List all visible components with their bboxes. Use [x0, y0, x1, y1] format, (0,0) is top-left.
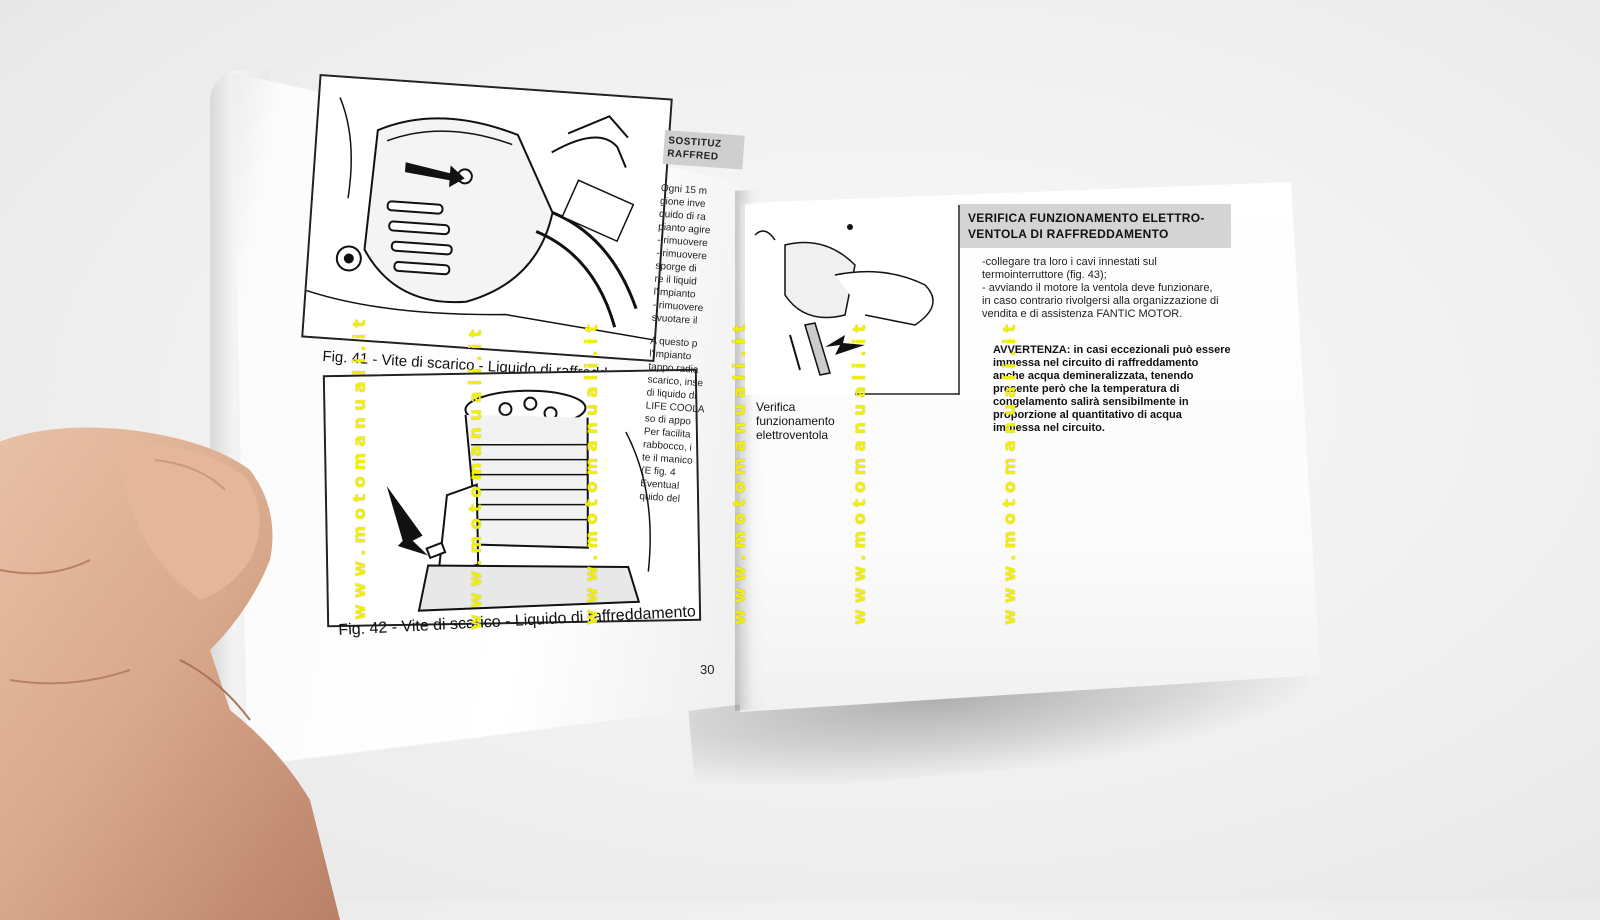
instruction-steps: -collegare tra loro i cavi innestati sul…: [982, 256, 1222, 321]
paragraph-partial-1: Ogni 15 m gione inve quido di ra pianto …: [651, 182, 711, 327]
watermark-6: www.motomanuali.it: [1000, 318, 1020, 625]
cylinder-head-drawing: [324, 370, 700, 626]
photo-scene: Fig. 41 - Vite di scarico - Liquido di r…: [0, 68, 1320, 920]
fan-wiring-drawing: [745, 205, 960, 395]
step-2: - avviando il motore la ventola deve fun…: [982, 282, 1219, 320]
watermark-5: www.motomanuali.it: [850, 318, 870, 625]
section-heading: VERIFICA FUNZIONAMENTO ELETTRO-VENTOLA D…: [960, 204, 1231, 248]
section-heading-partial: SOSTITUZ RAFFRED: [662, 130, 745, 170]
page-number: 30: [700, 662, 715, 677]
warning-paragraph: AVVERTENZA: in casi eccezionali può esse…: [993, 344, 1231, 434]
watermark-4: www.motomanuali.it: [730, 318, 750, 625]
figure-41-illustration: [301, 73, 673, 363]
hand-holding-book: [0, 427, 340, 920]
figure-43-illustration: [745, 205, 960, 395]
watermark-3: www.motomanuali.it: [582, 318, 602, 625]
watermark-2: www.motomanuali.it: [466, 323, 486, 630]
step-1: -collegare tra loro i cavi innestati sul…: [982, 256, 1157, 281]
engine-cover-drawing: [303, 76, 671, 360]
figure-43-caption: Verifica funzionamento elettroventola: [756, 400, 835, 442]
figure-42-illustration: [322, 368, 702, 628]
paragraph-partial-2: A questo p l'impianto tappo radia scaric…: [638, 335, 705, 505]
